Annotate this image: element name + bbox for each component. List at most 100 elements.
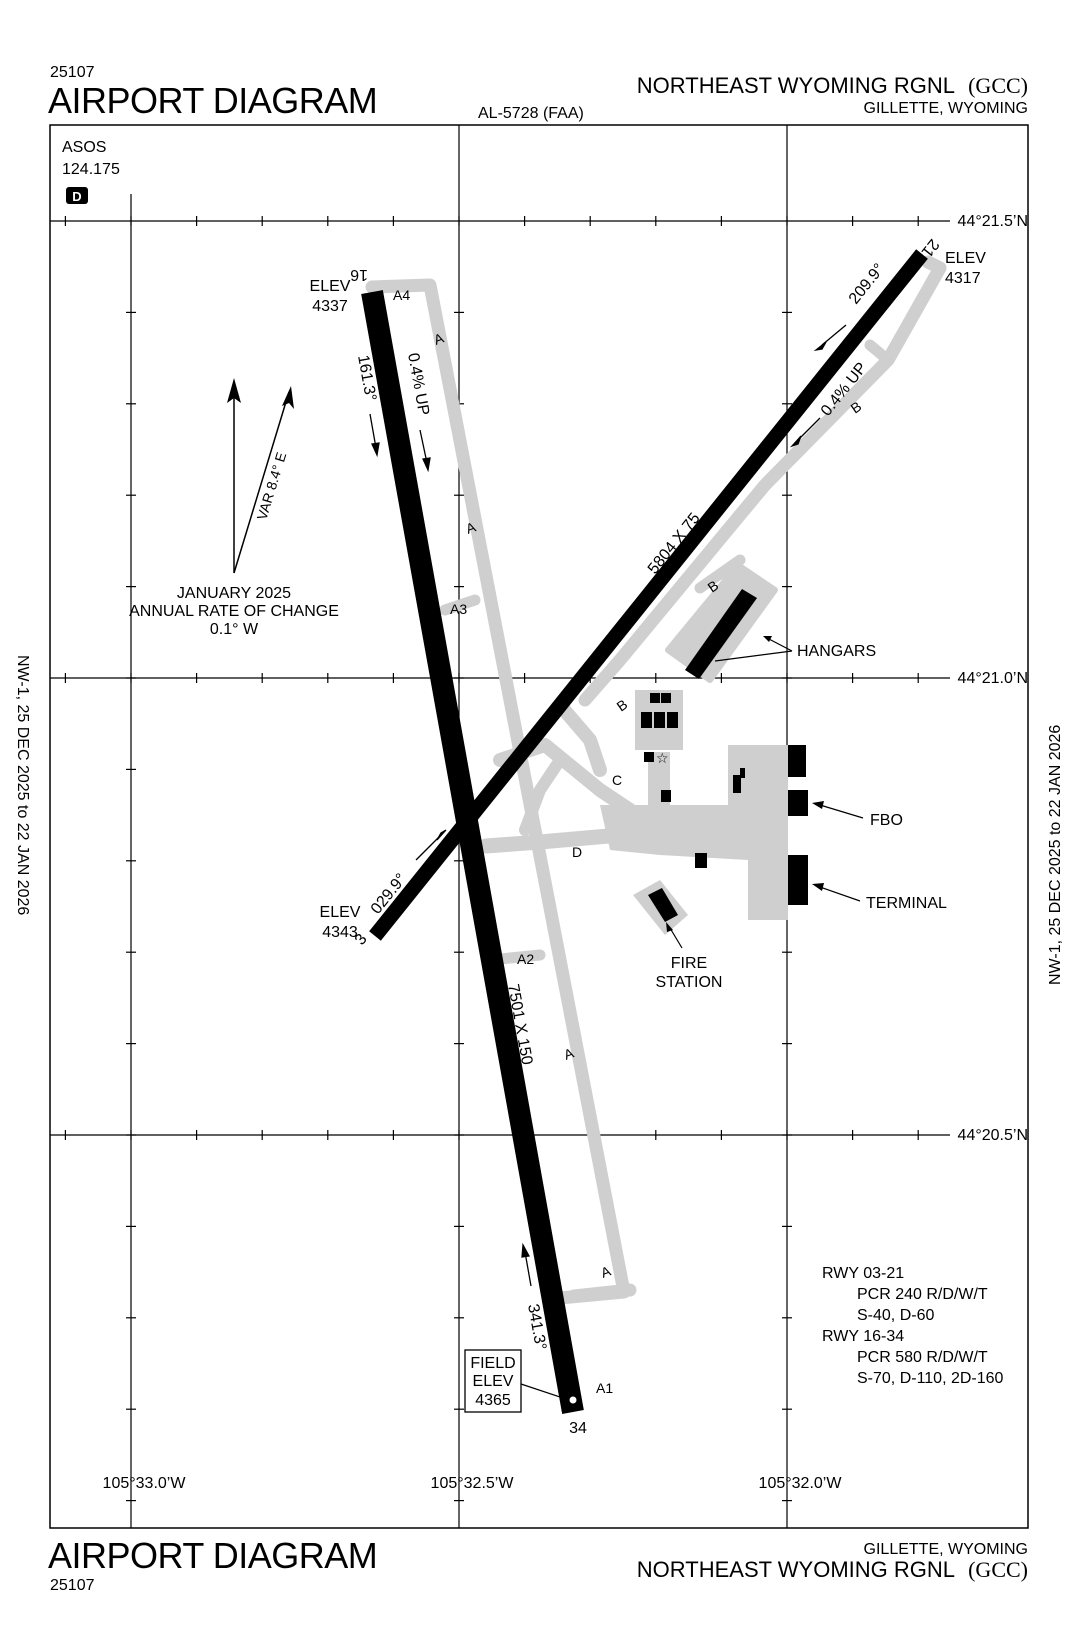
runway-21-elev-label: ELEV: [945, 250, 986, 267]
taxiway-label-c: C: [612, 772, 622, 788]
runway-16-gradient: 0.4% UP: [404, 352, 432, 417]
side-label-right: NW-1, 25 DEC 2025 to 22 JAN 2026: [1047, 725, 1064, 985]
building-10: [695, 853, 707, 868]
runway-16-elev-value: 4337: [312, 298, 348, 315]
taxiway-label-a4: A4: [393, 287, 410, 303]
runway-16-heading-arrow: [369, 413, 377, 449]
pcr-rwy-03-21: RWY 03-21: [822, 1265, 904, 1282]
runway-21-gradient-arrowhead-icon: [789, 435, 802, 448]
field-elev-value: 4365: [475, 1392, 511, 1409]
taxiway-label-a1: A1: [596, 1380, 613, 1396]
taxiway-d-link: [519, 754, 566, 836]
pcr-rwy-03-21-weights: S-40, D-60: [857, 1307, 934, 1324]
taxiway-c-link: [553, 698, 607, 777]
fire-station-label-2: STATION: [656, 974, 723, 991]
pcr-rwy-16-34-weights: S-70, D-110, 2D-160: [857, 1370, 1004, 1387]
header-title: AIRPORT DIAGRAM: [48, 80, 377, 121]
footer-airport-name: NORTHEAST WYOMING RGNL: [637, 1557, 955, 1582]
d-atis-badge-icon: [66, 187, 88, 204]
runway-34-heading-arrowhead-icon: [521, 1242, 531, 1258]
lon-label-3: 105°32.0’W: [759, 1475, 843, 1492]
field-elev-leader: [520, 1383, 567, 1400]
hangars-label: HANGARS: [797, 643, 876, 660]
annual-rate-value: 0.1° W: [210, 621, 259, 638]
runway-16-elev-label: ELEV: [310, 278, 351, 295]
building-7: [661, 790, 671, 802]
fbo-label: FBO: [870, 812, 903, 829]
runway-03-elev-label: ELEV: [320, 904, 361, 921]
runway-16-gradient-arrow: [419, 429, 428, 464]
terminal-label: TERMINAL: [866, 895, 947, 912]
magnetic-date: JANUARY 2025: [177, 585, 291, 602]
magnetic-north-line: [233, 391, 290, 574]
main-apron: [600, 745, 788, 920]
runway-03-elev-value: 4343: [322, 924, 358, 941]
runway-21-gradient-arrow: [797, 417, 821, 441]
footer-title: AIRPORT DIAGRAM: [48, 1535, 377, 1576]
magnetic-variation-label: VAR 8.4° E: [254, 450, 290, 522]
taxiway-label-a2: A2: [517, 951, 534, 967]
field-elev-line2: ELEV: [473, 1373, 514, 1390]
runway-34-heading-arrow: [524, 1251, 532, 1287]
runway-16-34: [361, 290, 584, 1414]
lat-label-2: 44°21.0’N: [958, 670, 1028, 687]
field-elevation-point: [569, 1396, 577, 1404]
pcr-rwy-16-34-value: PCR 580 R/D/W/T: [857, 1349, 988, 1366]
runway-21-heading-arrowhead-icon: [813, 341, 827, 352]
runway-34-number: 34: [569, 1420, 587, 1437]
pcr-rwy-03-21-value: PCR 240 R/D/W/T: [857, 1286, 988, 1303]
header-airport-id: (GCC): [968, 73, 1028, 98]
building-1: [650, 693, 660, 703]
building-terminal: [788, 855, 808, 905]
taxiway-label-a-far-south: A: [599, 1262, 614, 1280]
field-elev-box: [464, 1349, 522, 1413]
hangar-building: [685, 589, 757, 679]
footer-airport-id: (GCC): [968, 1557, 1028, 1582]
fbo-leader: [819, 804, 864, 819]
fire-station-leader: [669, 927, 683, 949]
asos-frequency: 124.175: [62, 161, 120, 178]
hangars-arrowhead-icon: [763, 636, 772, 642]
fire-station-label-1: FIRE: [671, 955, 707, 972]
taxiway-b-connector-north: [864, 339, 894, 366]
apron-areas: [600, 690, 788, 935]
building-9: [740, 768, 745, 778]
true-north-arrow-icon: [227, 378, 241, 403]
terminal-arrowhead-icon: [812, 883, 824, 891]
building-fbo: [788, 790, 808, 816]
header-al-number: AL-5728 (FAA): [478, 105, 584, 122]
taxiway-b: [578, 255, 947, 707]
header-chart-number: 25107: [50, 64, 95, 81]
runway-03-heading-arrow: [415, 835, 441, 861]
taxiway-b-connector-hangar: [694, 554, 746, 594]
taxiway-label-d: D: [572, 844, 582, 860]
runway-03-heading-arrowhead-icon: [436, 829, 447, 841]
taxiway-label-a3: A3: [450, 601, 467, 617]
fire-station-arrowhead-icon: [666, 922, 673, 932]
control-tower-icon: ☆: [656, 751, 669, 767]
hangars-leader-1: [714, 650, 793, 662]
magnetic-north-arrow-icon: [282, 386, 294, 409]
side-label-left: NW-1, 25 DEC 2025 to 22 JAN 2026: [14, 655, 31, 915]
building-2: [661, 693, 671, 703]
field-elev-line1: FIELD: [470, 1355, 515, 1372]
building-5: [667, 712, 678, 728]
runway-16-direction-arrows: [369, 413, 431, 473]
runway-16-gradient-arrowhead-icon: [422, 457, 431, 473]
lat-label-3: 44°20.5’N: [958, 1127, 1028, 1144]
lon-label-2: 105°32.5’W: [431, 1475, 515, 1492]
chart-frame: [49, 124, 1029, 1529]
fbo-arrowhead-icon: [812, 801, 824, 809]
taxiway-a3: [439, 594, 481, 616]
buildings: [641, 589, 808, 922]
terminal-leader: [819, 886, 861, 902]
building-6: [644, 752, 654, 762]
header-city: GILLETTE, WYOMING: [864, 100, 1028, 117]
footer-chart-number: 25107: [50, 1577, 95, 1594]
runway-21-elev-value: 4317: [945, 270, 981, 287]
d-atis-badge-label: D: [72, 189, 81, 204]
lat-lon-grid: [50, 125, 950, 1528]
runway-21-heading-arrow: [821, 324, 847, 346]
taxiway-a1: [567, 1283, 637, 1303]
